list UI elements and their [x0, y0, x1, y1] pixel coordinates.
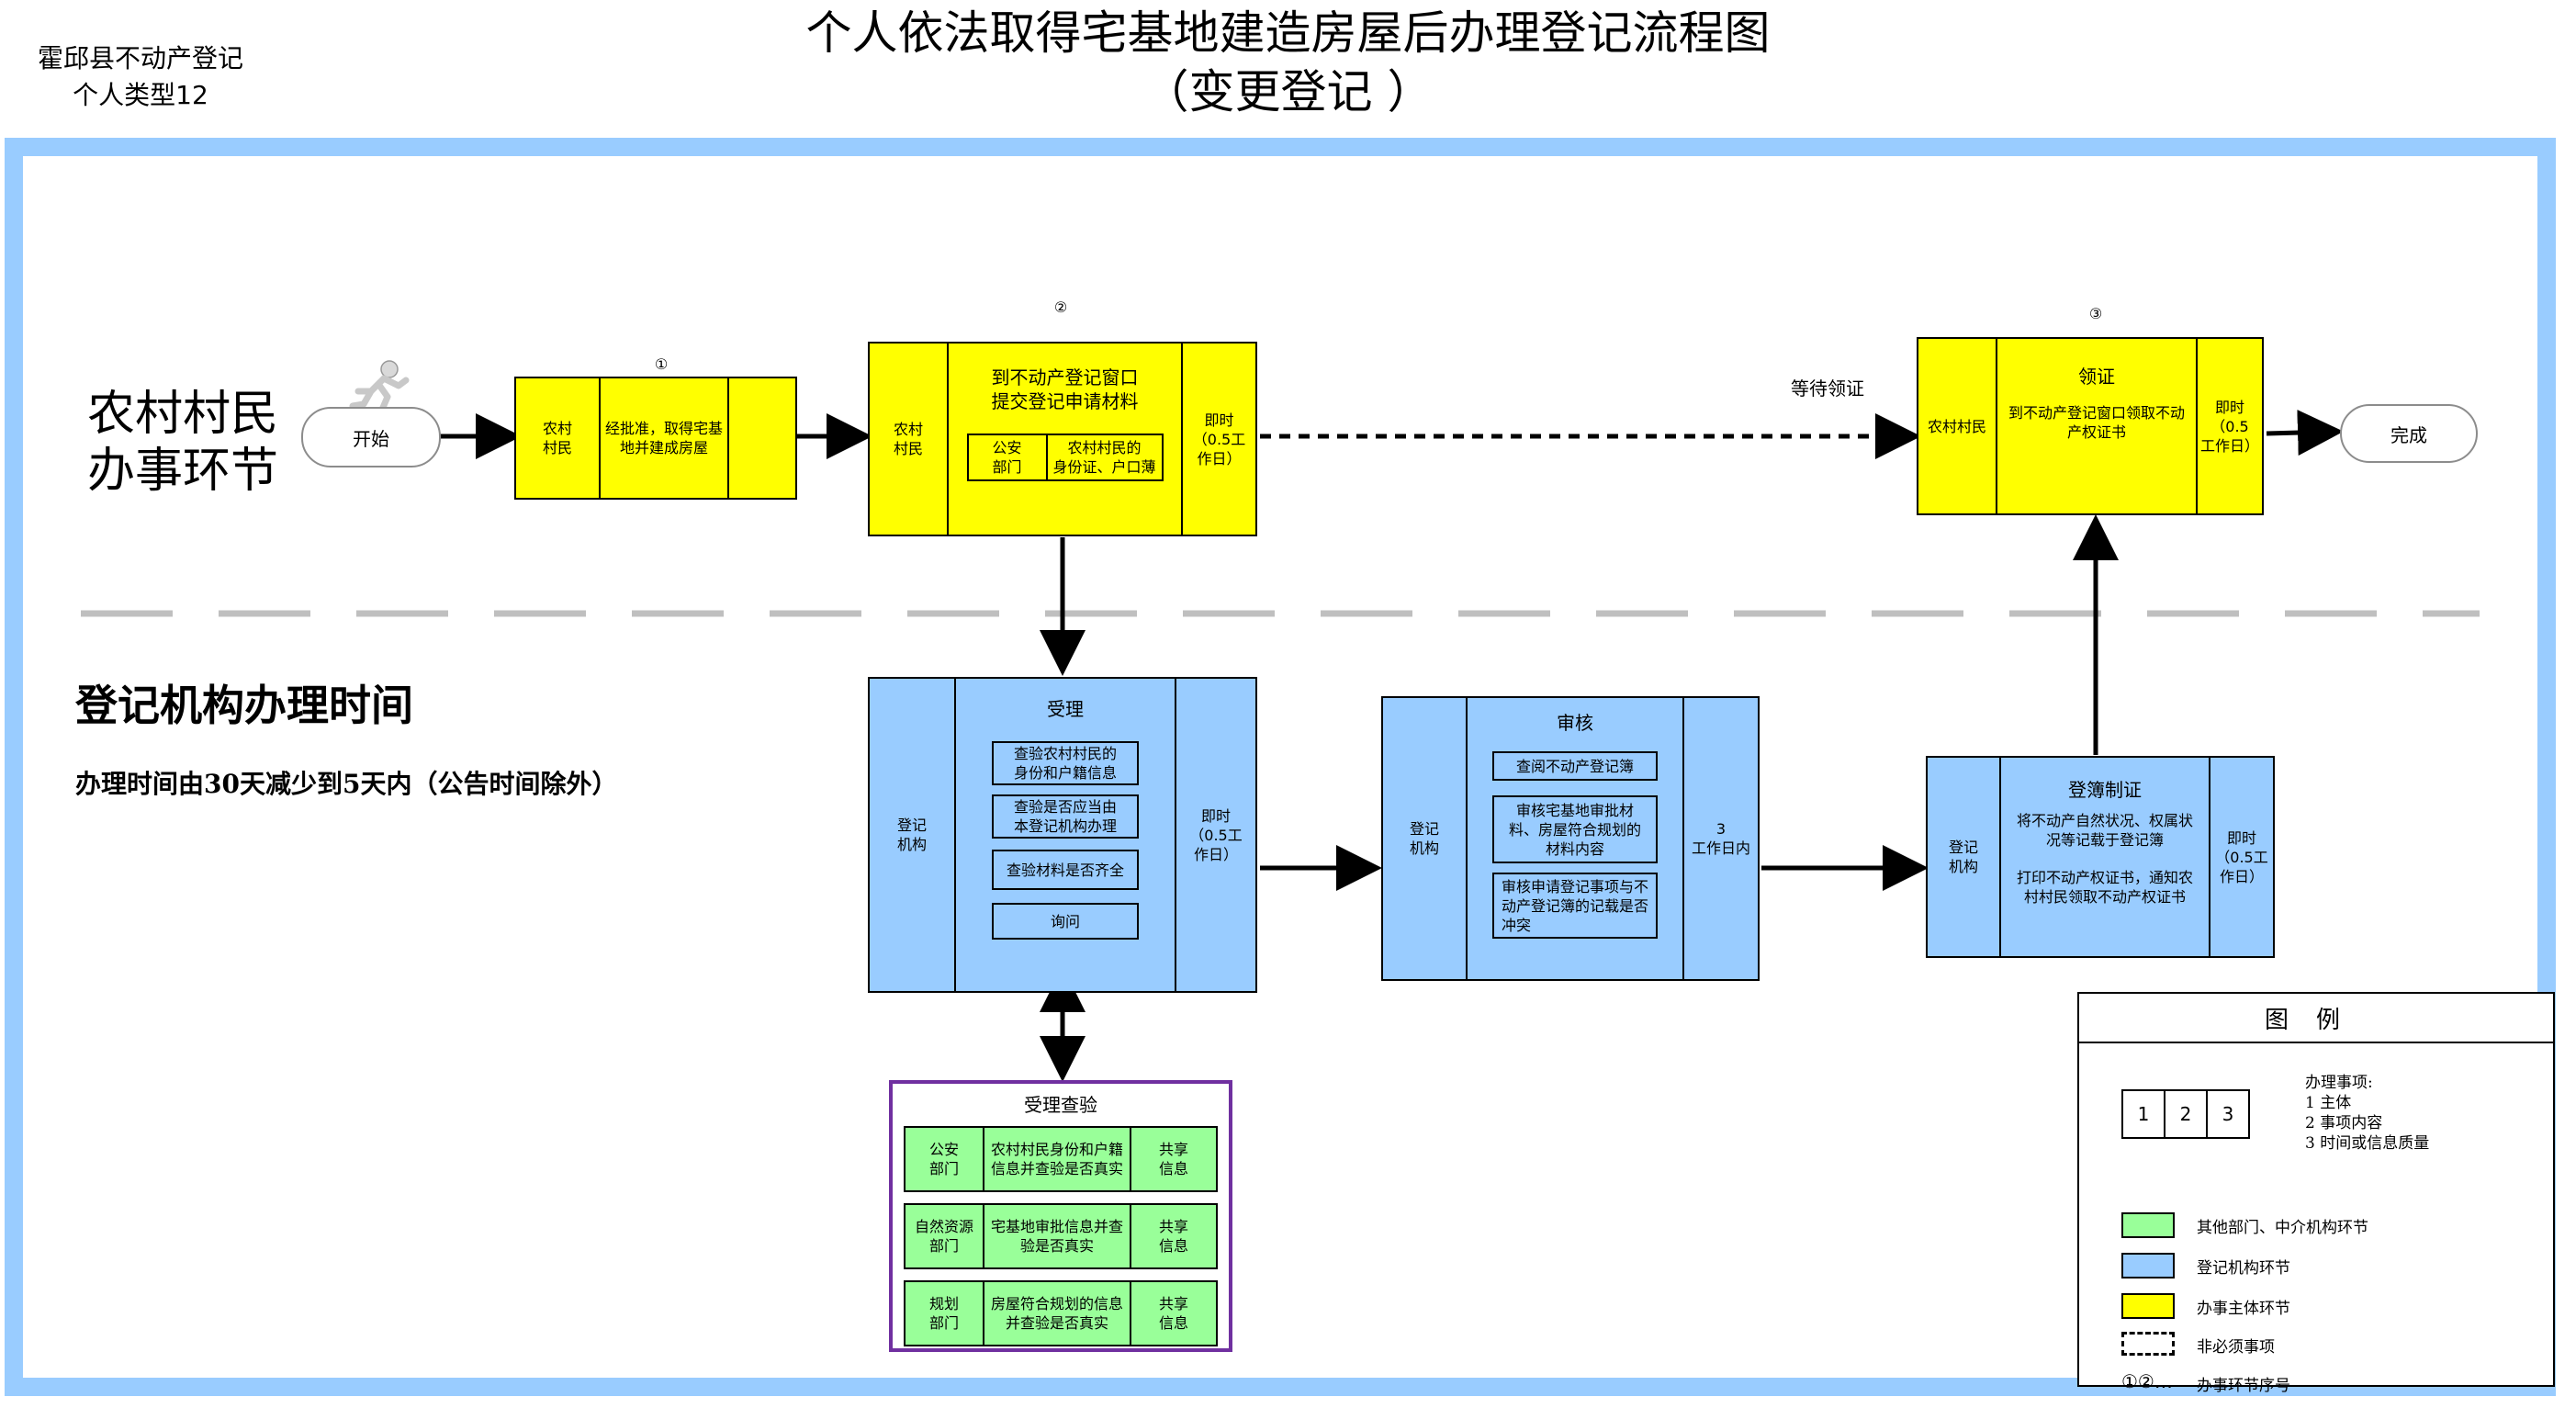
step1-box: 农村 村民 经批准，取得宅基 地并建成房屋	[514, 377, 797, 500]
legend-blue-label: 登记机构环节	[2197, 1259, 2290, 1278]
page-title: 个人依法取得宅基地建造房屋后办理登记流程图 （变更登记 ）	[0, 4, 2576, 121]
review-title: 审核	[1557, 712, 1593, 734]
legend-cell-1: 1	[2137, 1103, 2150, 1125]
accept-time: 即时 （0.5工 作日）	[1175, 679, 1255, 991]
review-item-3: 审核申请登记事项与不 动产登记簿的记载是否 冲突	[1492, 873, 1658, 939]
legend-dashed-label: 非必须事项	[2197, 1338, 2275, 1357]
lane-org-note: 办理时间由30天减少到5天内（公告时间除外）	[75, 769, 618, 799]
register-middle: 登簿制证 将不动产自然状况、权属状 况等记载于登记簿 打印不动产权证书，通知农 …	[1999, 758, 2209, 956]
verify-title: 受理查验	[1024, 1094, 1097, 1116]
step2-sub-dept: 公安 部门	[992, 439, 1022, 476]
legend-seq-icon: ①②…	[2121, 1370, 2173, 1392]
register-content-2: 打印不动产权证书，通知农 村村民领取不动产权证书	[2016, 869, 2193, 906]
legend-yellow-label: 办事主体环节	[2197, 1300, 2290, 1318]
legend-swatch-blue	[2121, 1253, 2175, 1278]
step3-number: ③	[2088, 305, 2103, 322]
accept-middle: 受理 查验农村村民的 身份和户籍信息 查验是否应当由 本登记机构办理 查验材料是…	[954, 679, 1175, 991]
title-line-1: 个人依法取得宅基地建造房屋后办理登记流程图	[805, 6, 1771, 60]
step2-content: 到不动产登记窗口 提交登记申请材料	[991, 366, 1139, 412]
legend-cell-2: 2	[2164, 1091, 2206, 1137]
org-line-2: 个人类型12	[73, 80, 208, 110]
legend-swatch-green	[2121, 1212, 2175, 1238]
verify-row-2: 自然资源 部门 宅基地审批信息并查 验是否真实 共享 信息	[904, 1203, 1218, 1269]
step1-number: ①	[654, 355, 669, 373]
accept-subject: 登记 机构	[896, 817, 927, 853]
diagram-frame	[5, 138, 2556, 1396]
verify-row-3: 规划 部门 房屋符合规划的信息 并查验是否真实 共享 信息	[904, 1280, 1218, 1346]
review-item-2: 审核宅基地审批材 料、房屋符合规划的 材料内容	[1492, 795, 1658, 863]
accept-item-2: 查验是否应当由 本登记机构办理	[992, 794, 1139, 839]
legend-cell-3: 3	[2206, 1091, 2248, 1137]
step3-subject: 农村村民	[1927, 417, 1986, 435]
lane-village-title: 农村村民 办事环节	[87, 386, 278, 500]
runner-icon	[349, 360, 410, 413]
legend-seq-label: 办事环节序号	[2197, 1377, 2290, 1395]
review-middle: 审核 查阅不动产登记簿 审核宅基地审批材 料、房屋符合规划的 材料内容 审核申请…	[1466, 698, 1682, 979]
step1-content: 经批准，取得宅基 地并建成房屋	[599, 378, 727, 498]
step2-middle: 到不动产登记窗口 提交登记申请材料 公安 部门 农村村民的 身份证、户口薄	[947, 344, 1181, 535]
verify-row-3-content: 房屋符合规划的信息 并查验是否真实	[983, 1282, 1130, 1345]
register-subject: 登记 机构	[1948, 839, 1978, 875]
step3-title: 领证	[2078, 366, 2115, 388]
legend-items-title: 办理事项:	[2305, 1074, 2373, 1092]
org-line-1: 霍邱县不动产登记	[37, 43, 243, 73]
verify-row-2-dept: 自然资源 部门	[914, 1218, 973, 1255]
verify-row-1-share: 共享 信息	[1130, 1128, 1216, 1190]
step3-content: 到不动产登记窗口领取不动 产权证书	[2008, 404, 2185, 441]
accept-item-4: 询问	[992, 903, 1139, 940]
step1-subject: 农村 村民	[542, 420, 572, 456]
step2-sub-doc: 农村村民的 身份证、户口薄	[1045, 435, 1162, 479]
legend-item-3: 3 时间或信息质量	[2305, 1134, 2430, 1153]
verify-row-1-dept: 公安 部门	[928, 1141, 959, 1177]
end-terminal: 完成	[2340, 404, 2478, 463]
legend-swatch-yellow	[2121, 1293, 2175, 1319]
verify-row-1-content: 农村村民身份和户籍 信息并查验是否真实	[983, 1128, 1130, 1190]
register-time: 即时 （0.5工 作日）	[2209, 758, 2273, 956]
wait-label: 等待领证	[1791, 377, 1864, 400]
step1-time	[727, 378, 795, 498]
verify-box: 受理查验 公安 部门 农村村民身份和户籍 信息并查验是否真实 共享 信息 自然资…	[889, 1080, 1232, 1352]
org-label: 霍邱县不动产登记 个人类型12	[17, 40, 264, 114]
legend-item-2: 2 事项内容	[2305, 1114, 2383, 1132]
lane-village-line-2: 办事环节	[87, 444, 279, 499]
legend-title: 图例	[2079, 994, 2553, 1043]
legend-green-label: 其他部门、中介机构环节	[2197, 1219, 2368, 1237]
review-subject: 登记 机构	[1409, 820, 1439, 857]
step2-box: 农村 村民 到不动产登记窗口 提交登记申请材料 公安 部门 农村村民的 身份证、…	[868, 342, 1257, 536]
verify-row-2-share: 共享 信息	[1130, 1205, 1216, 1267]
register-box: 登记 机构 登簿制证 将不动产自然状况、权属状 况等记载于登记簿 打印不动产权证…	[1926, 756, 2275, 958]
legend-cells: 1 2 3	[2121, 1089, 2250, 1139]
verify-row-1: 公安 部门 农村村民身份和户籍 信息并查验是否真实 共享 信息	[904, 1126, 1218, 1192]
lane-org-title: 登记机构办理时间	[75, 681, 413, 730]
verify-rows: 公安 部门 农村村民身份和户籍 信息并查验是否真实 共享 信息 自然资源 部门 …	[893, 1126, 1229, 1346]
step3-time: 即时 （0.5 工作日）	[2196, 339, 2262, 513]
review-time: 3 工作日内	[1682, 698, 1758, 979]
legend-items: 办理事项: 1 主体 2 事项内容 3 时间或信息质量	[2305, 1073, 2429, 1154]
step2-subject: 农村 村民	[893, 421, 923, 457]
step3-box: 农村村民 领证 到不动产登记窗口领取不动 产权证书 即时 （0.5 工作日）	[1917, 337, 2264, 515]
arrow-step3-end	[2266, 410, 2344, 456]
verify-row-3-dept: 规划 部门	[928, 1295, 959, 1332]
lane-village-line-1: 农村村民	[87, 387, 279, 442]
legend-dashed-icon	[2121, 1332, 2175, 1356]
step3-middle: 领证 到不动产登记窗口领取不动 产权证书	[1996, 339, 2196, 513]
start-terminal: 开始	[301, 407, 441, 467]
accept-item-3: 查验材料是否齐全	[992, 850, 1139, 890]
register-content-1: 将不动产自然状况、权属状 况等记载于登记簿	[2016, 812, 2193, 849]
legend-item-1: 1 主体	[2305, 1094, 2352, 1112]
accept-box: 登记 机构 受理 查验农村村民的 身份和户籍信息 查验是否应当由 本登记机构办理…	[868, 677, 1257, 993]
verify-row-2-content: 宅基地审批信息并查 验是否真实	[983, 1205, 1130, 1267]
step2-time: 即时 （0.5工 作日）	[1181, 344, 1255, 535]
verify-row-3-share: 共享 信息	[1130, 1282, 1216, 1345]
accept-title: 受理	[1047, 698, 1084, 720]
step2-sub-box: 公安 部门 农村村民的 身份证、户口薄	[966, 434, 1164, 481]
step2-number: ②	[1053, 298, 1068, 316]
title-line-2: （变更登记 ）	[1142, 65, 1434, 118]
accept-item-1: 查验农村村民的 身份和户籍信息	[992, 741, 1139, 785]
legend: 图例 1 2 3 办理事项: 1 主体 2 事项内容 3 时间或信息质量 其他部…	[2077, 992, 2555, 1395]
review-box: 登记 机构 审核 查阅不动产登记簿 审核宅基地审批材 料、房屋符合规划的 材料内…	[1381, 696, 1760, 981]
review-item-1: 查阅不动产登记簿	[1492, 751, 1658, 781]
register-title: 登簿制证	[2068, 779, 2142, 801]
